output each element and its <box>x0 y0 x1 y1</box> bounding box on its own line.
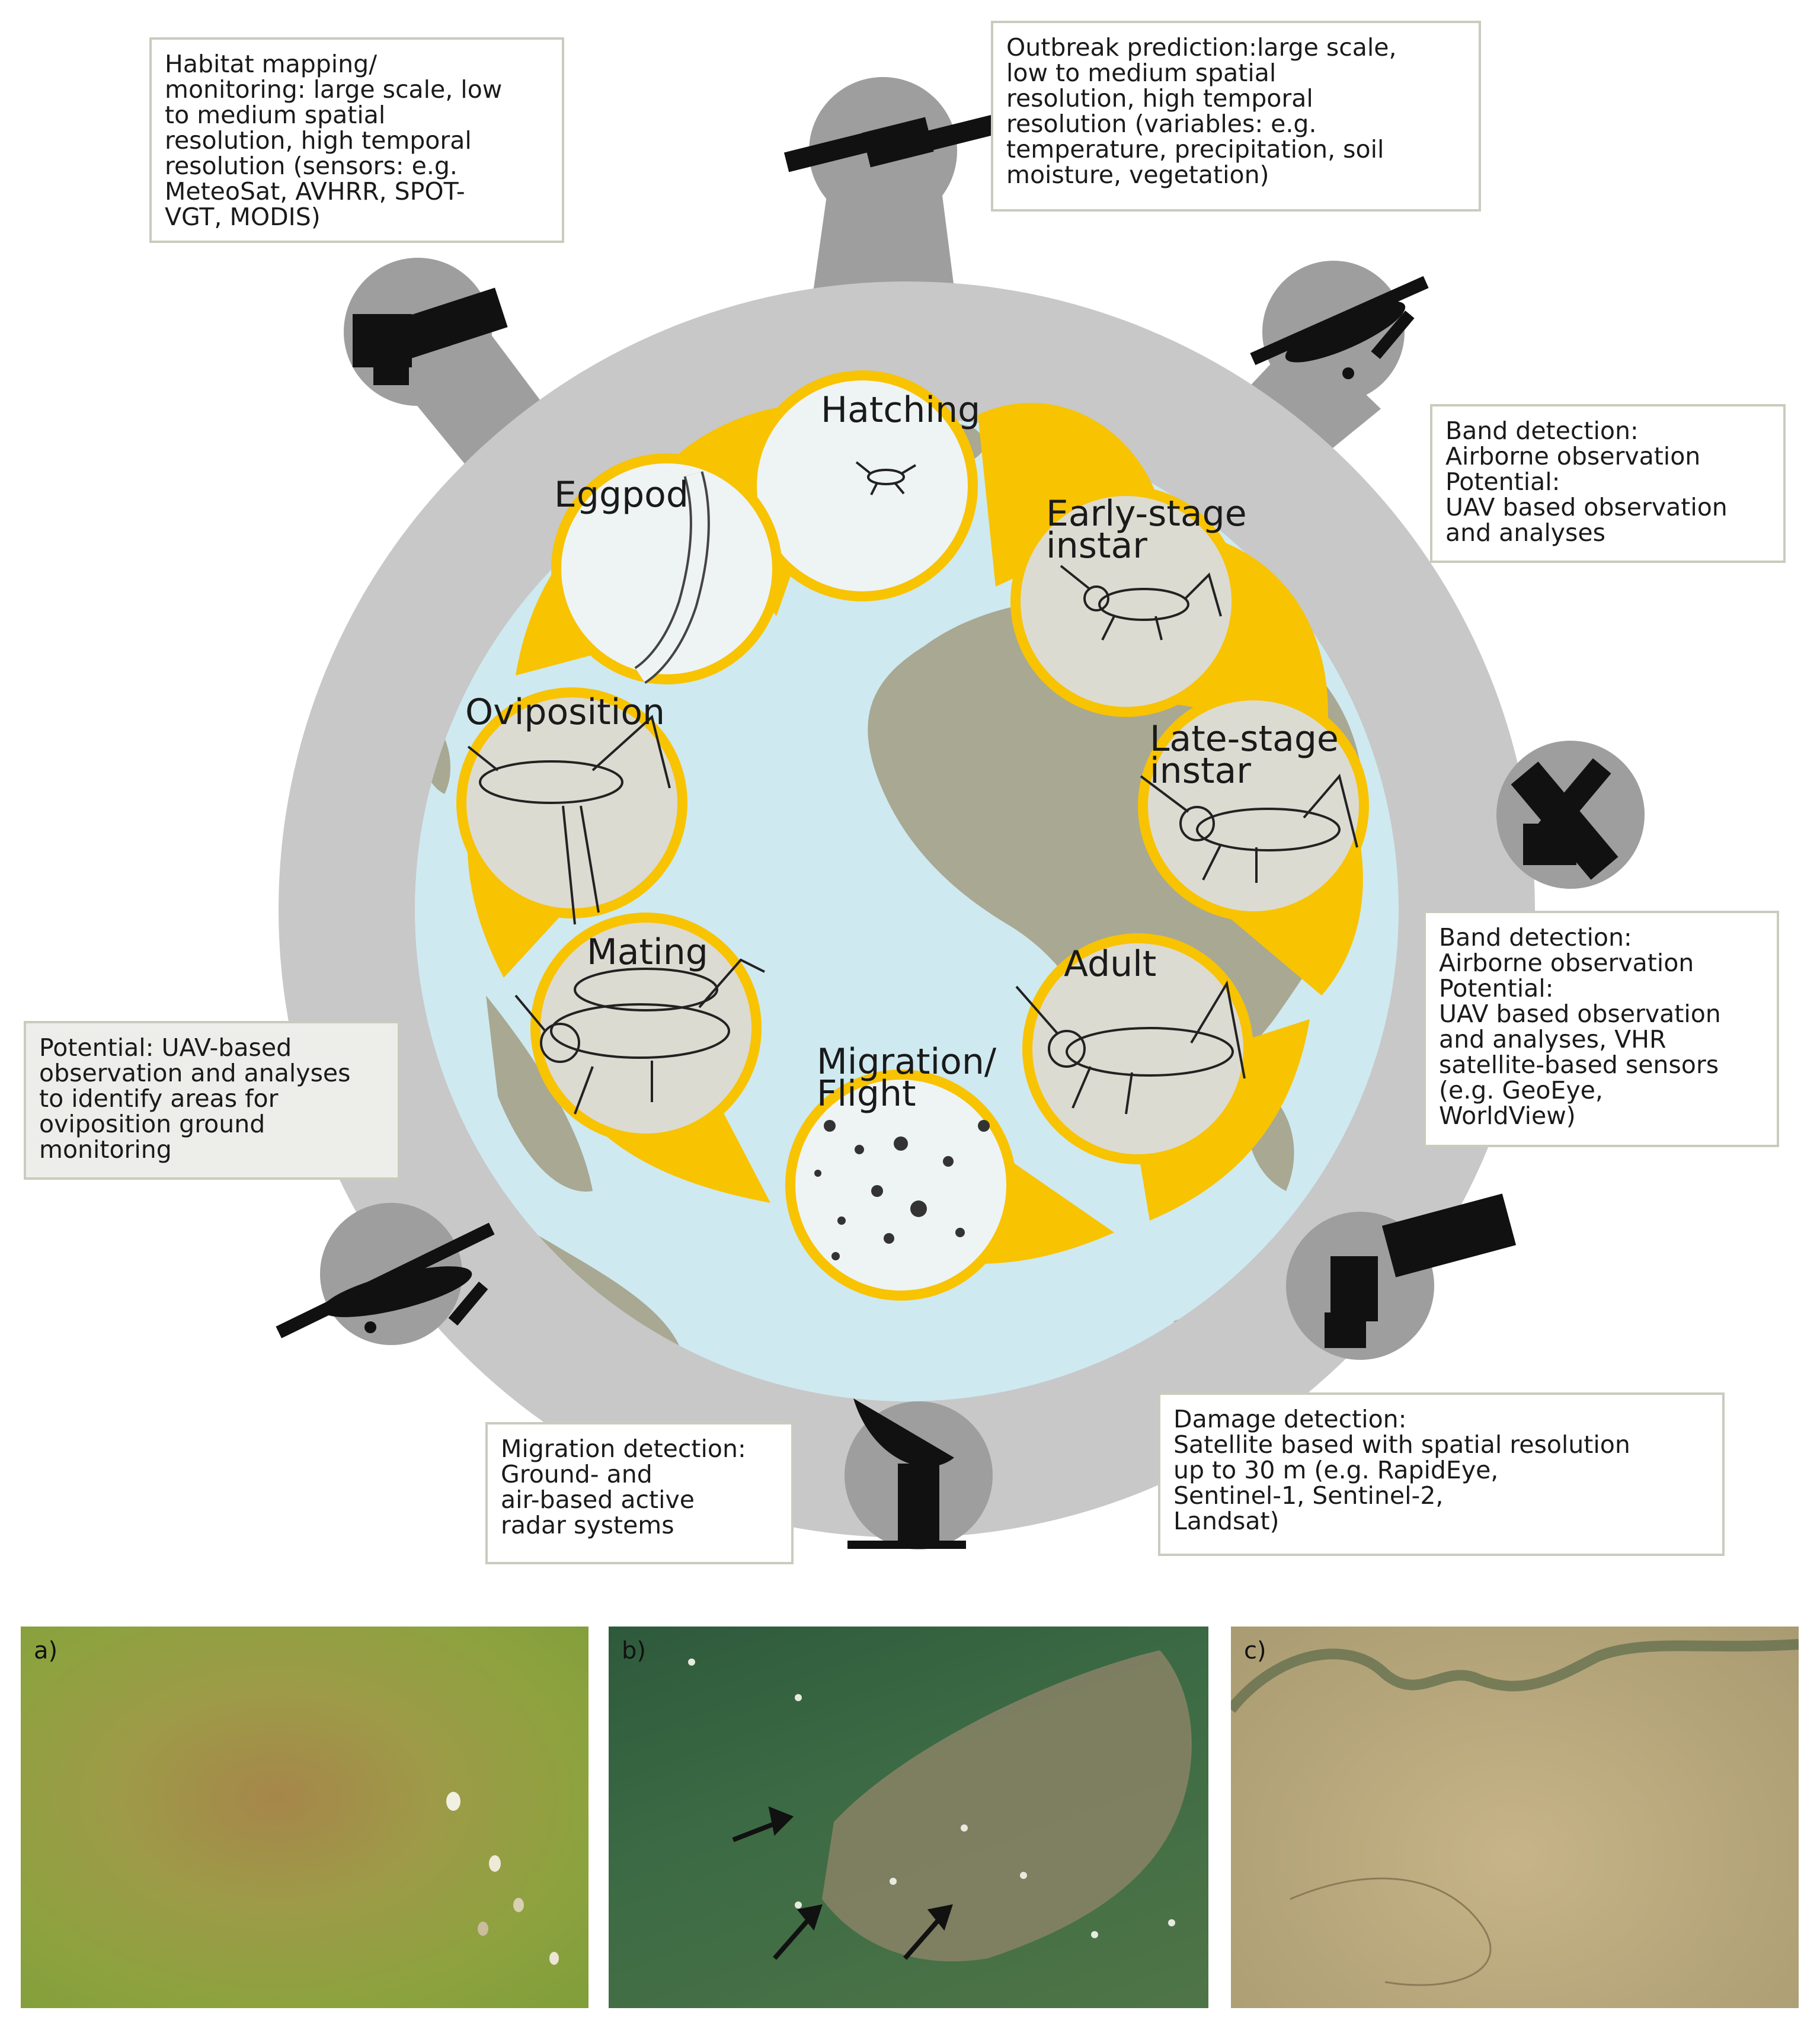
drone-icon-top-right <box>1250 276 1429 379</box>
stage-label-late-instar: Late-stage instar <box>1150 718 1339 792</box>
late-instar-icon <box>1140 773 1358 883</box>
photo-a: a) <box>21 1627 588 2008</box>
stage-label-migration: Migration/ Flight <box>817 1041 997 1115</box>
photo-b-marks <box>688 1650 1192 1962</box>
photo-a-marks <box>446 1792 559 1965</box>
stage-discs <box>456 370 1369 1301</box>
band-detection-box-1: Band detection: Airborne observation Pot… <box>1430 404 1786 563</box>
hatchling-icon <box>855 461 917 495</box>
stage-label-mating: Mating <box>587 931 708 973</box>
platform-icons <box>276 105 1619 1549</box>
oviposition-potential-box: Potential: UAV-based observation and ana… <box>24 1021 400 1180</box>
photo-label-b: b) <box>622 1637 646 1664</box>
photo-c-marks <box>1231 1639 1799 1986</box>
mating-locusts-icon <box>514 958 765 1115</box>
swarm-icon <box>814 1120 990 1260</box>
eggpod-icon <box>634 471 710 684</box>
satellite-icon-right <box>1511 758 1619 880</box>
radar-dish-icon-bottom <box>847 1398 966 1549</box>
adult-locust-icon <box>1015 980 1246 1115</box>
oviposition-icon <box>467 715 671 925</box>
satellite-icon-top-left <box>353 287 508 385</box>
photo-label-a: a) <box>34 1637 58 1664</box>
photo-c: c) <box>1231 1627 1799 2008</box>
satellite-icon-bottom-right <box>1325 1193 1517 1348</box>
stage-label-adult: Adult <box>1064 943 1157 985</box>
damage-detection-box: Damage detection: Satellite based with s… <box>1158 1392 1725 1556</box>
locust-sketches <box>467 461 1358 1260</box>
migration-detection-box: Migration detection: Ground- and air-bas… <box>485 1422 794 1564</box>
stage-label-early-instar: Early-stage instar <box>1046 493 1247 566</box>
arrow-icon <box>732 1806 953 1960</box>
drone-icon-bottom-left <box>276 1222 495 1339</box>
outbreak-prediction-box: Outbreak prediction:large scale, low to … <box>991 21 1481 212</box>
early-instar-icon <box>1060 565 1222 641</box>
band-detection-box-2: Band detection: Airborne observation Pot… <box>1424 911 1779 1147</box>
diagram-canvas <box>276 77 1645 1549</box>
habitat-mapping-box: Habitat mapping/ monitoring: large scale… <box>149 37 564 243</box>
stage-label-eggpod: Eggpod <box>554 474 689 516</box>
photo-b: b) <box>609 1627 1208 2008</box>
photo-label-c: c) <box>1244 1637 1266 1664</box>
stage-label-oviposition: Oviposition <box>465 691 666 733</box>
stage-label-hatching: Hatching <box>821 389 981 431</box>
